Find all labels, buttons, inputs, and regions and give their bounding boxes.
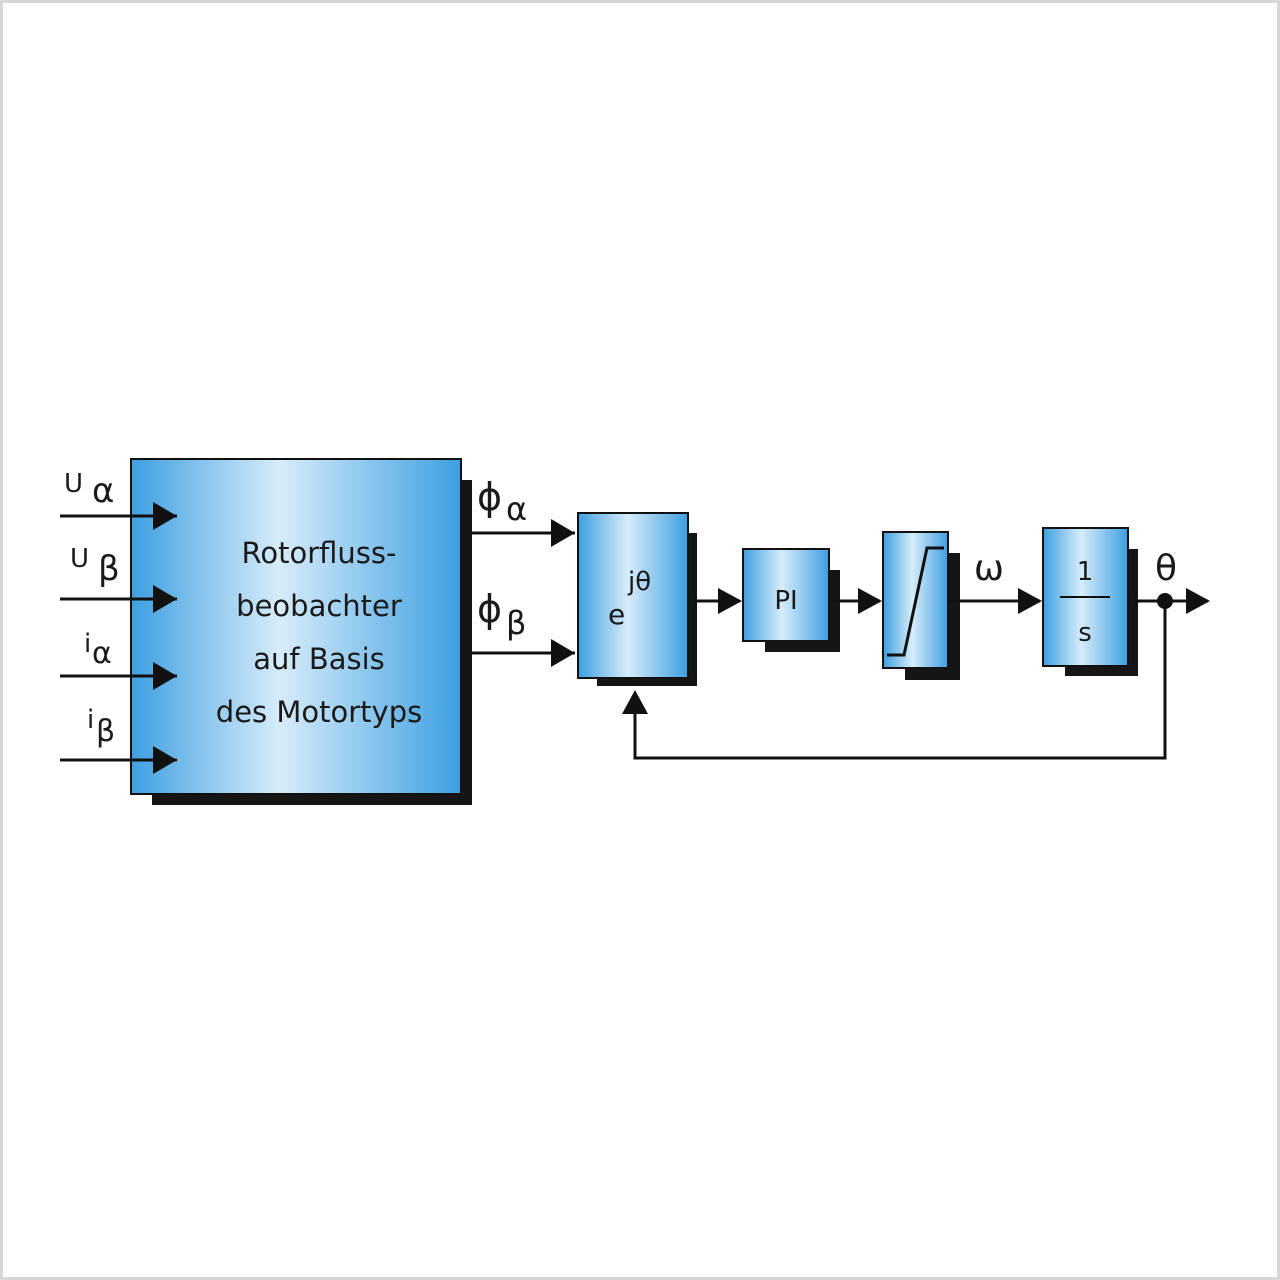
observer-line-3: auf Basis [253, 642, 385, 676]
arrowhead-output-theta [1186, 588, 1210, 614]
arrowhead-i-alpha [153, 662, 177, 690]
arrowhead-i-beta [153, 746, 177, 774]
pi-block: PI [742, 548, 840, 652]
u-alpha-main: U [64, 469, 83, 499]
flux-connections [472, 519, 575, 667]
phi-beta-sub: β [506, 604, 526, 642]
observer-line-4: des Motortyps [216, 695, 422, 729]
observer-line-2: beobachter [236, 589, 402, 623]
arrowhead-u-beta [153, 585, 177, 613]
pi-label: PI [774, 586, 797, 616]
i-alpha-sub: α [92, 636, 112, 671]
i-alpha-main: i [84, 629, 91, 659]
arrowhead-exp-to-pi [718, 588, 742, 614]
exp-exponent: jθ [627, 567, 651, 597]
observer-block: Rotorfluss- beobachter auf Basis des Mot… [130, 458, 472, 805]
exp-block-body [577, 512, 689, 679]
phi-beta-main: ϕ [477, 587, 502, 631]
pi-block-body [742, 548, 830, 642]
exp-block: e jθ [577, 512, 697, 686]
input-arrows [60, 502, 177, 774]
observer-block-body [130, 458, 462, 795]
arrowhead-phi-alpha [551, 519, 575, 547]
arrowhead-limiter-to-integrator [1018, 588, 1042, 614]
arrowhead-phi-beta [551, 639, 575, 667]
integrator-numerator: 1 [1077, 557, 1094, 587]
flux-labels: ϕ α ϕ β [477, 475, 527, 642]
phi-alpha-sub: α [506, 490, 527, 528]
arrowhead-pi-to-limiter [858, 588, 882, 614]
theta-label: θ [1155, 548, 1177, 589]
arrowhead-u-alpha [153, 502, 177, 530]
exp-base: e [608, 598, 625, 631]
u-beta-main: U [70, 544, 89, 574]
i-beta-main: i [87, 705, 94, 735]
limiter-block [882, 531, 960, 680]
feedback-line [633, 601, 1167, 760]
input-labels: U α U β i α i β [64, 469, 120, 749]
arrowhead-feedback [622, 690, 648, 714]
limiter-icon [887, 546, 944, 657]
observer-line-1: Rotorfluss- [242, 536, 397, 570]
i-beta-sub: β [96, 714, 115, 749]
phi-alpha-main: ϕ [477, 475, 502, 519]
integrator-block: 1 s [1042, 527, 1138, 676]
omega-label: ω [974, 548, 1004, 589]
u-beta-sub: β [98, 549, 120, 589]
u-alpha-sub: α [92, 471, 114, 511]
integrator-denominator: s [1078, 618, 1092, 648]
